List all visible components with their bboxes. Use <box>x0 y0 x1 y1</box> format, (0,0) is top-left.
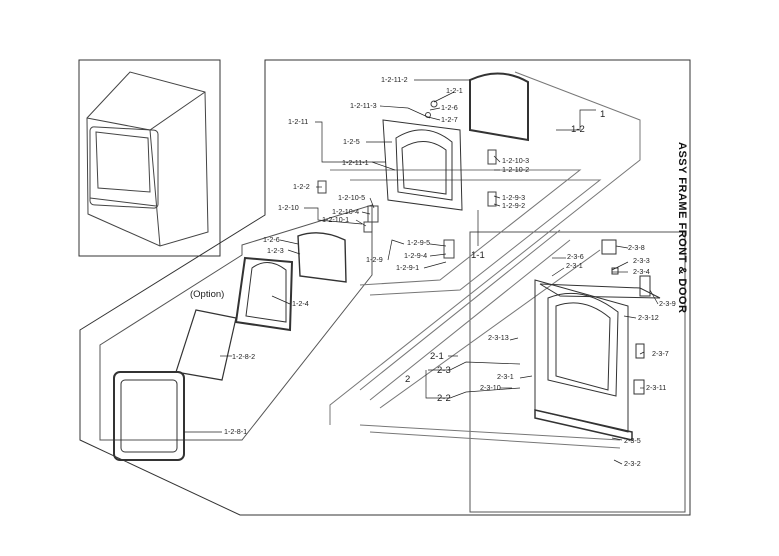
label-2-3-1-bottom: 2-3-1 <box>497 372 514 381</box>
label-1-2-6-door: 1-2-6 <box>263 235 280 244</box>
label-2-3-4: 2-3-4 <box>633 267 650 276</box>
label-2-3-6: 2-3-6 <box>567 252 584 261</box>
cabinet-front-frame <box>534 239 661 441</box>
label-1-1: 1-1 <box>471 250 485 261</box>
door-subassembly-frame <box>99 204 373 441</box>
label-1-2-9-4: 1-2-9-4 <box>404 251 427 260</box>
label-2-1: 2-1 <box>430 351 444 362</box>
label-1-2-8-1: 1-2-8-1 <box>224 427 247 436</box>
label-1: 1 <box>600 109 605 120</box>
label-1-2-9-3: 1-2-9-3 <box>502 193 525 202</box>
door-glass-option <box>175 309 237 381</box>
label-1-2-11-2: 1-2-11-2 <box>381 75 408 84</box>
label-1-2-10-4: 1-2-10-4 <box>332 207 359 216</box>
door-outer-panel <box>113 371 185 461</box>
label-1-2-4: 1-2-4 <box>292 299 309 308</box>
label-1-2-2: 1-2-2 <box>293 182 310 191</box>
label-2-3-10: 2-3-10 <box>480 383 501 392</box>
label-1-2-11: 1-2-11 <box>288 117 308 126</box>
option-label: (Option) <box>190 289 224 300</box>
label-1-2-10-1: 1-2-10-1 <box>322 215 349 224</box>
label-2-3-9: 2-3-9 <box>659 299 676 308</box>
label-2-3-11: 2-3-11 <box>646 383 666 392</box>
callout-leader-lines <box>184 79 659 465</box>
label-2-3: 2-3 <box>437 365 451 376</box>
label-1-2-10-5: 1-2-10-5 <box>338 193 365 202</box>
label-1-2-10: 1-2-10 <box>278 203 299 212</box>
main-assembly-frame <box>79 59 691 516</box>
label-2: 2 <box>405 374 410 385</box>
label-2-3-5: 2-3-5 <box>624 436 641 445</box>
label-1-2-11-3: 1-2-11-3 <box>350 101 377 110</box>
label-1-2-1: 1-2-1 <box>446 86 463 95</box>
label-1-2-10-2: 1-2-10-2 <box>502 165 529 174</box>
label-2-3-7: 2-3-7 <box>652 349 669 358</box>
label-1-2-9-2: 1-2-9-2 <box>502 201 525 210</box>
door-window-frame <box>234 256 294 332</box>
label-1-2-9-1: 1-2-9-1 <box>396 263 419 272</box>
overview-inset-frame <box>78 59 221 257</box>
label-1-2-9-5: 1-2-9-5 <box>407 238 430 247</box>
assembly-guide-lines <box>329 71 641 449</box>
label-2-2: 2-2 <box>437 393 451 404</box>
label-2-3-3: 2-3-3 <box>633 256 650 265</box>
label-1-2-10-3: 1-2-10-3 <box>502 156 529 165</box>
label-1-2-8-2: 1-2-8-2 <box>232 352 255 361</box>
door-inner-cover <box>297 232 347 283</box>
label-1-2: 1-2 <box>571 124 585 135</box>
label-1-2-11-1: 1-2-11-1 <box>342 158 369 167</box>
door-outer-inner <box>120 379 178 453</box>
label-2-3-1-top: 2-3-1 <box>566 261 583 270</box>
door-glass-part <box>469 72 529 142</box>
label-2-3-8: 2-3-8 <box>628 243 645 252</box>
page-title: ASSY FRAME FRONT & DOOR <box>676 142 688 314</box>
dryer-overview-sketch <box>86 71 209 247</box>
label-1-2-6-top: 1-2-6 <box>441 103 458 112</box>
label-2-3-2: 2-3-2 <box>624 459 641 468</box>
hinge-parts <box>317 100 497 259</box>
door-frame-part <box>382 119 463 211</box>
label-2-3-12: 2-3-12 <box>638 313 659 322</box>
label-2-3-13: 2-3-13 <box>488 333 509 342</box>
door-window-inner <box>245 262 287 323</box>
cabinet-subassembly-frame <box>469 231 686 513</box>
label-1-2-9: 1-2-9 <box>366 255 383 264</box>
label-1-2-3: 1-2-3 <box>267 246 284 255</box>
label-1-2-7: 1-2-7 <box>441 115 458 124</box>
label-1-2-5: 1-2-5 <box>343 137 360 146</box>
